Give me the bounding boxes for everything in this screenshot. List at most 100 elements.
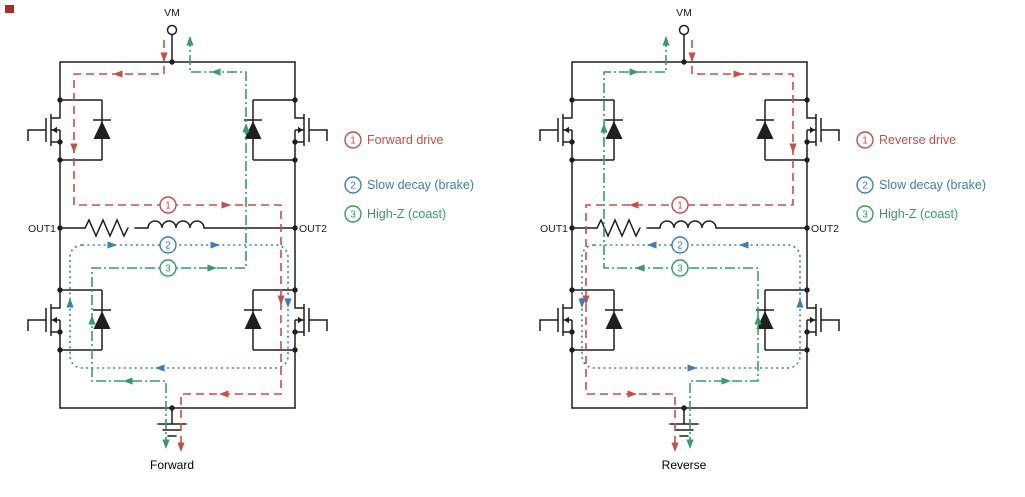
diagram-caption: Reverse — [662, 458, 707, 472]
path-marker-number: 1 — [677, 201, 683, 212]
flow-arrow — [647, 241, 657, 249]
flow-arrow — [578, 298, 586, 308]
diagram-caption: Forward — [150, 458, 194, 472]
flow-arrow — [219, 390, 229, 398]
junction-dot — [292, 347, 298, 353]
path-marker-2: 2 — [671, 236, 689, 254]
motor-inductor — [147, 220, 205, 229]
body-diode — [569, 97, 623, 163]
legend-badge — [856, 131, 874, 149]
junction-dot — [569, 287, 575, 293]
flow-arrow — [70, 143, 78, 153]
diode-triangle — [605, 311, 623, 329]
junction-dot — [169, 405, 175, 411]
junction-dot — [292, 287, 298, 293]
flow-arrow — [177, 442, 185, 452]
flow-arrow — [113, 70, 123, 78]
flow-arrow — [155, 364, 165, 372]
flow-arrow — [662, 36, 670, 46]
drive-current-path — [70, 40, 285, 452]
flow-arrow — [160, 52, 168, 62]
mosfet — [27, 304, 63, 336]
legend-number: 2 — [350, 181, 356, 192]
mosfet — [292, 304, 328, 336]
junction-dot — [804, 287, 810, 293]
diode-triangle — [244, 121, 262, 139]
flow-arrow — [277, 295, 285, 305]
path-marker-number: 2 — [677, 241, 683, 252]
junction-dot — [569, 225, 575, 231]
legend-label: Forward drive — [367, 133, 443, 147]
flow-arrow — [627, 390, 637, 398]
flow-arrow — [123, 377, 133, 385]
mosfet — [539, 304, 575, 336]
flow-arrow — [688, 52, 696, 62]
mosfet-gate-lead — [821, 319, 840, 331]
legend-number: 2 — [862, 181, 868, 192]
legend-badge — [344, 176, 362, 194]
junction-dot — [57, 139, 63, 145]
path-marker-circle — [671, 196, 689, 214]
mosfet — [27, 114, 63, 146]
junction-dot — [804, 329, 810, 335]
mosfet-body-arrow — [810, 126, 815, 134]
mosfet-body-arrow — [52, 316, 57, 324]
flow-arrow — [629, 201, 639, 209]
path-marker-3: 3 — [159, 259, 177, 277]
mosfet — [292, 114, 328, 146]
flow-arrow — [687, 364, 697, 372]
path-marker-number: 2 — [165, 241, 171, 252]
legend-label: Slow decay (brake) — [367, 178, 474, 192]
mosfet-body-arrow — [298, 126, 303, 134]
junction-dot — [57, 287, 63, 293]
flow-arrow — [600, 123, 608, 133]
path-marker-1: 1 — [159, 196, 177, 214]
mosfet — [804, 304, 840, 336]
body-diode — [244, 287, 298, 353]
flow-arrow — [635, 264, 645, 272]
flow-arrow — [162, 439, 170, 449]
out2-label: OUT2 — [811, 223, 839, 235]
path-marker-circle — [671, 236, 689, 254]
junction-dot — [169, 59, 175, 65]
legend-number: 3 — [350, 210, 356, 221]
flow-arrow — [207, 264, 217, 272]
mosfet-body-arrow — [52, 126, 57, 134]
flow-arrow — [789, 143, 797, 153]
junction-dot — [292, 225, 298, 231]
out1-label: OUT1 — [540, 223, 568, 235]
path-marker-number: 3 — [165, 264, 171, 275]
flow-arrow — [721, 377, 731, 385]
junction-dot — [57, 329, 63, 335]
slow-decay-path — [66, 241, 292, 372]
mosfet-gate-lead — [309, 129, 328, 141]
body-diode — [57, 287, 111, 353]
junction-dot — [57, 157, 63, 163]
mosfet-gate-lead — [821, 129, 840, 141]
drive-path-line — [585, 40, 794, 450]
mosfet-gate-lead — [27, 319, 46, 331]
flow-arrow — [582, 295, 590, 305]
mosfet-gate-lead — [27, 129, 46, 141]
flow-arrow — [107, 241, 117, 249]
mosfet-body-arrow — [564, 316, 569, 324]
drive-current-path — [582, 40, 797, 452]
flow-arrow — [210, 241, 220, 249]
flow-arrow — [671, 442, 679, 452]
legend-label: Slow decay (brake) — [879, 178, 986, 192]
junction-dot — [569, 347, 575, 353]
flow-arrow — [88, 315, 96, 325]
body-diode — [756, 287, 810, 353]
junction-dot — [804, 97, 810, 103]
junction-dot — [681, 59, 687, 65]
motor-resistor — [596, 218, 641, 238]
legend-badge — [344, 205, 362, 223]
flow-arrow — [739, 241, 749, 249]
